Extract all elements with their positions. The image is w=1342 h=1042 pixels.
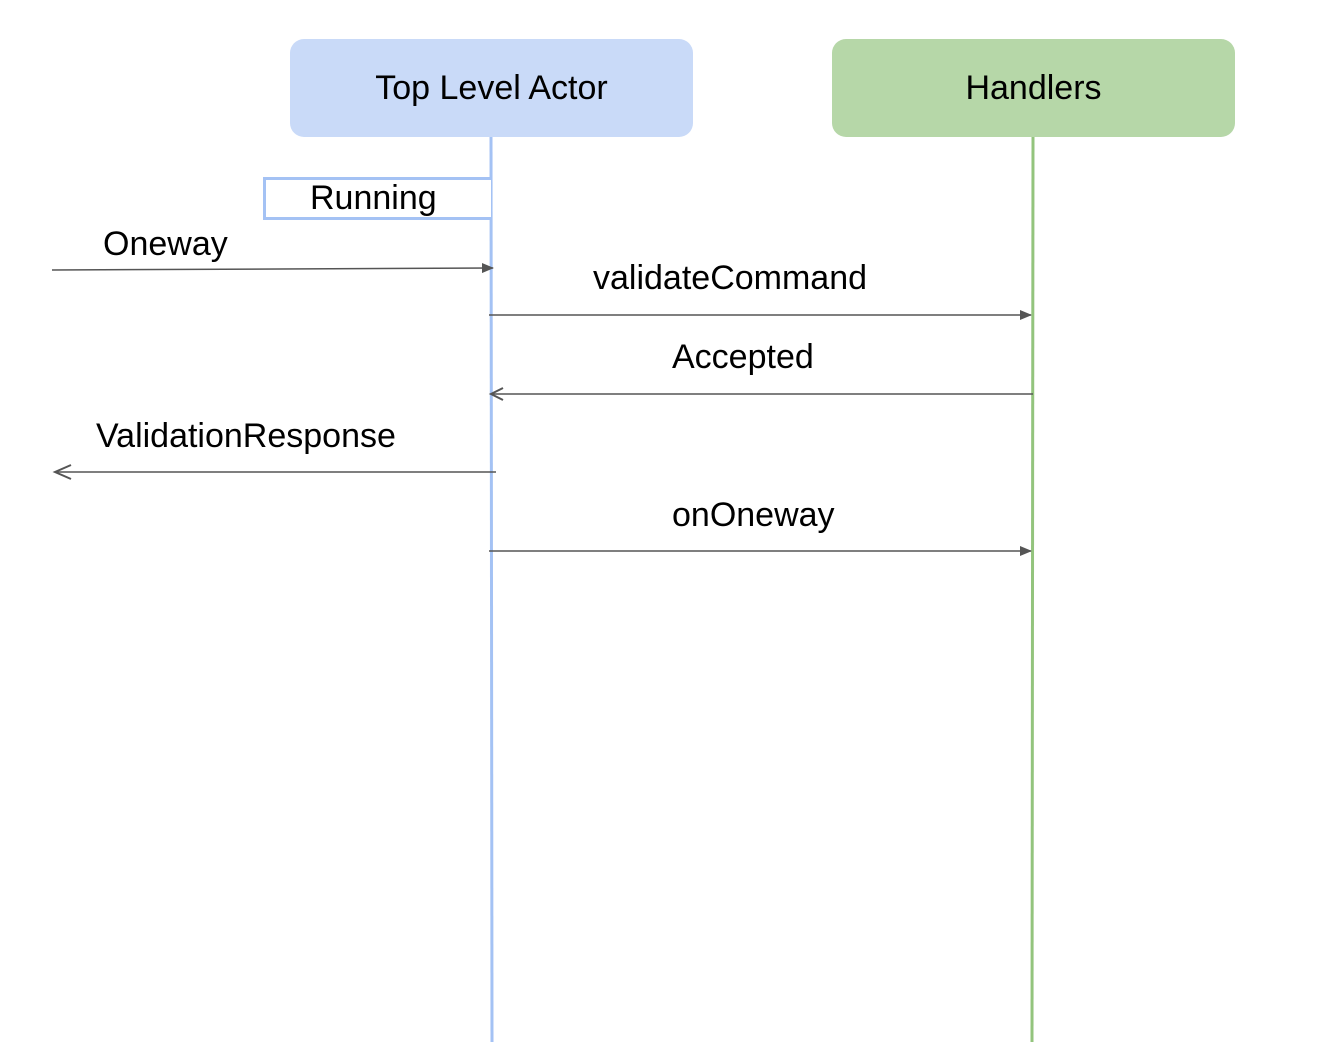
message-label-oneway: Oneway bbox=[103, 225, 228, 263]
message-arrow-oneway bbox=[51, 263, 494, 274]
state-label: Running bbox=[310, 179, 437, 217]
message-label-accepted: Accepted bbox=[672, 338, 814, 376]
arrowhead-validation-response bbox=[52, 464, 72, 480]
actor-top-level-actor: Top Level Actor bbox=[290, 39, 693, 137]
actor-handlers: Handlers bbox=[832, 39, 1235, 137]
message-label-on-oneway: onOneway bbox=[672, 496, 835, 534]
state-box-running bbox=[263, 177, 491, 220]
actor-label: Top Level Actor bbox=[375, 68, 608, 107]
message-label-validation-response: ValidationResponse bbox=[96, 417, 396, 455]
lifeline-handlers bbox=[1030, 136, 1035, 1042]
message-label-validate-command: validateCommand bbox=[593, 259, 868, 297]
arrowhead-accepted bbox=[488, 387, 504, 401]
lifeline-top-level-actor bbox=[489, 136, 494, 1042]
actor-label: Handlers bbox=[965, 68, 1102, 107]
